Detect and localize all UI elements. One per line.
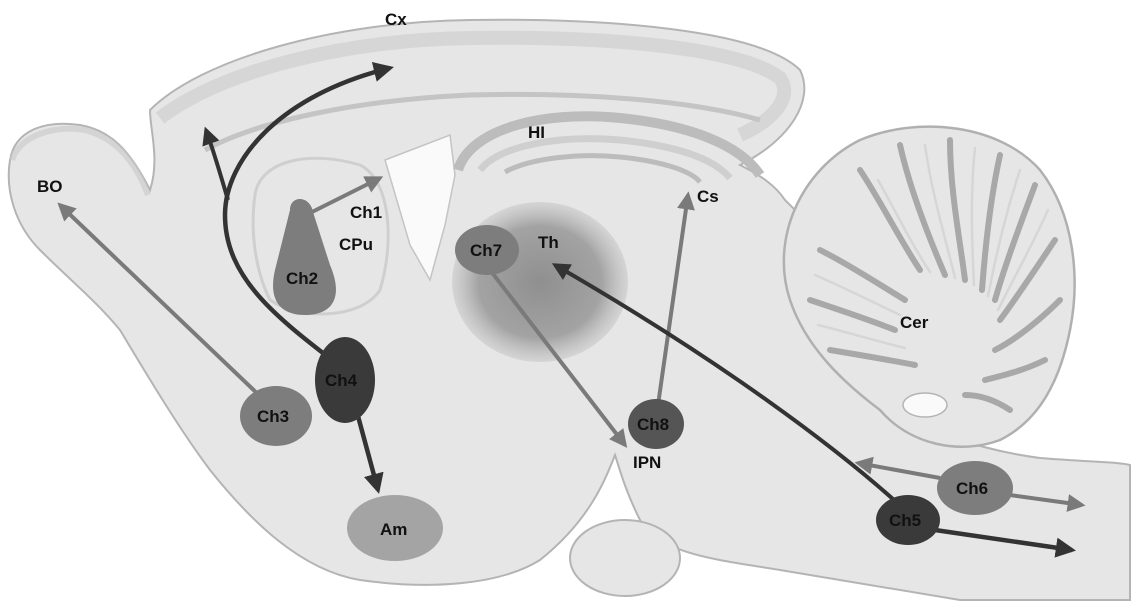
label-hi: HI [528,123,545,142]
fourth-ventricle [903,393,947,417]
label-ch2: Ch2 [286,269,318,288]
label-am: Am [380,520,407,539]
pons [570,520,680,596]
label-cx: Cx [385,10,407,29]
label-ch3: Ch3 [257,407,289,426]
label-bo: BO [37,177,63,196]
label-ch4: Ch4 [325,371,358,390]
label-cpu: CPu [339,235,373,254]
label-cs: Cs [697,187,719,206]
label-ch1: Ch1 [350,203,382,222]
label-th: Th [538,233,559,252]
label-ch5: Ch5 [889,511,921,530]
label-cer: Cer [900,313,929,332]
label-ch8: Ch8 [637,415,669,434]
label-ipn: IPN [633,453,661,472]
label-ch6: Ch6 [956,479,988,498]
label-ch7: Ch7 [470,241,502,260]
